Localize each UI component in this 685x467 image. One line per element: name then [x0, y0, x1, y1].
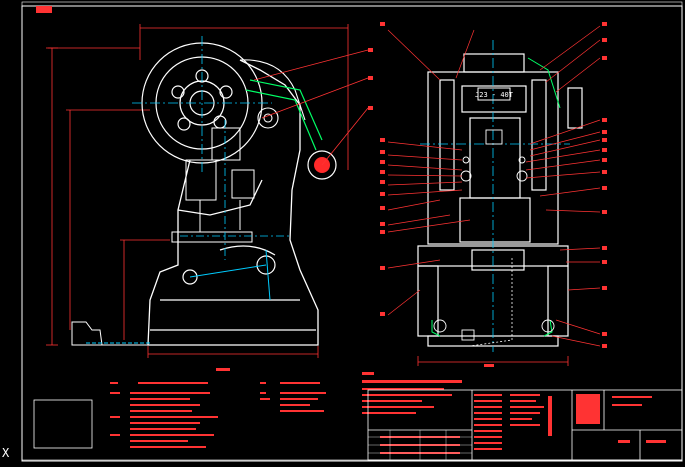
pedal-linkage — [182, 249, 276, 301]
side-dimensions — [46, 24, 349, 358]
slide-centerline — [180, 120, 290, 260]
side-leaders — [253, 49, 369, 166]
flywheel-centerlines — [132, 36, 272, 172]
front-cable — [469, 258, 513, 347]
front-balloon-marks — [368, 22, 607, 348]
front-base-dimension — [417, 356, 569, 366]
belt-hidden-line — [245, 79, 323, 151]
front-leaders-left — [387, 29, 475, 316]
ucs-axis-icon: X — [2, 446, 10, 460]
technical-notes-left — [110, 382, 326, 448]
slide-assembly — [171, 127, 255, 243]
parts-list-small — [33, 399, 93, 449]
foot-pedal — [71, 321, 150, 346]
side-view — [46, 24, 369, 358]
belt-guard — [239, 59, 306, 129]
view-captions — [216, 364, 494, 371]
nameplate: J23 - 40T — [475, 87, 514, 101]
front-leaders-right — [525, 25, 601, 347]
model-label: J23 - 40T — [475, 91, 514, 99]
title-tag-box — [36, 6, 52, 13]
title-block-grid — [368, 430, 472, 460]
technical-notes-right — [362, 372, 462, 414]
front-hidden — [431, 57, 561, 337]
drawing-frame — [21, 1, 683, 462]
press-frame-body — [147, 59, 319, 346]
front-view: J23 - 40T — [368, 22, 607, 366]
front-details — [433, 129, 555, 341]
